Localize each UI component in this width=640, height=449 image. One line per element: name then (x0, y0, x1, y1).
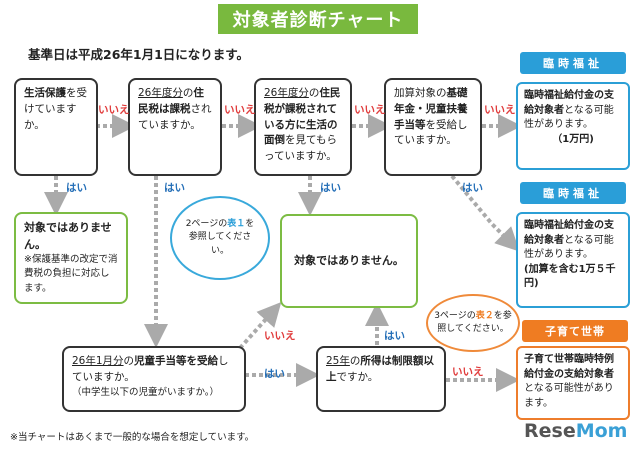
result2-line2: となる可能性があります。 (524, 234, 614, 261)
label-yes-1: はい (66, 182, 87, 194)
result-welfare-2: 臨時福祉給付金の支給対象者となる可能性があります。 (加算を含む1万５千円) (516, 212, 630, 308)
result-tag-child: 子育て世帯 (522, 320, 628, 342)
question-pension: 加算対象の基礎年金・児童扶養手当等を受給していますか。 (384, 78, 482, 176)
page-title: 対象者診断チャート (218, 4, 418, 34)
label-yes-2: はい (164, 182, 185, 194)
bubble1-post: を参照してください。 (188, 219, 255, 256)
label-no-1: いいえ (98, 104, 130, 116)
q5-bold: 児童手当等を受給 (134, 355, 219, 367)
q2-rest: されていますか。 (138, 102, 212, 131)
result-child: 子育て世帯臨時特例給付金の支給対象者となる可能性があります。 (516, 346, 630, 420)
q3-bold: 住民税が課税されている方に生活の面倒 (264, 87, 341, 147)
q6-rest: ですか。 (336, 370, 379, 383)
q2-bold: 住民税は課税 (138, 87, 204, 115)
q1-rest: を受けていますか。 (24, 87, 87, 131)
not-eligible-welfare: 対象ではありません。 ※保護基準の改定で消費税の負担に対応します。 (14, 212, 128, 304)
result2-line1: 臨時福祉給付金の支給対象者 (524, 220, 614, 246)
q3-mid: の (308, 87, 320, 99)
bubble2-ref: 表２ (475, 310, 494, 321)
q3-rest: を見てもらっていますか。 (264, 134, 337, 162)
q6-year: 25年 (326, 355, 350, 367)
not1-main: 対象ではありません。 (24, 221, 112, 251)
logo-part-a: Rese (524, 420, 576, 442)
q2-mid: の (182, 87, 194, 99)
bubble1-ref: 表１ (227, 219, 246, 230)
resemom-logo: ReseMom (524, 420, 627, 442)
q2-year: 26年度分 (138, 87, 183, 99)
not1-note: ※保護基準の改定で消費税の負担に対応します。 (24, 254, 118, 294)
label-yes-5: はい (264, 368, 285, 380)
result1-line1: 臨時福祉給付金の支給対象者 (524, 90, 614, 116)
q4-pre: 加算対象の (394, 87, 447, 99)
q6-bold: 所得は制限額以上 (326, 355, 434, 383)
not-eligible-general: 対象ではありません。 (280, 214, 418, 308)
question-welfare: 生活保護を受けていますか。 (14, 78, 98, 176)
q5-mid: の (123, 355, 135, 367)
q4-bold: 基礎年金・児童扶養手当等 (394, 87, 468, 131)
reference-bubble-table1: 2ページの表１を参照してください。 (170, 196, 270, 280)
q6-mid: の (349, 355, 361, 367)
question-dependent: 26年度分の住民税が課税されている方に生活の面倒を見てもらっていますか。 (254, 78, 352, 176)
reference-date: 基準日は平成26年1月1日になります。 (28, 47, 250, 62)
label-no-6: いいえ (452, 366, 484, 378)
result2-amount: (加算を含む1万５千円) (524, 263, 616, 290)
bubble2-pre: 3ページの (434, 310, 476, 321)
result1-line2: となる可能性があります。 (524, 104, 614, 131)
question-child-allowance: 26年1月分の児童手当等を受給していますか。 （中学生以下の児童がいますか。） (62, 346, 246, 412)
result-tag-welfare-2: 臨時福祉 (520, 182, 626, 204)
result3-line1: 子育て世帯臨時特例給付金の支給対象者 (524, 354, 614, 380)
q5-month: 26年1月分 (72, 355, 124, 367)
question-resident-tax: 26年度分の住民税は課税されていますか。 (128, 78, 222, 176)
label-yes-6: はい (384, 330, 405, 342)
label-no-2: いいえ (224, 104, 256, 116)
question-income-limit: 25年の所得は制限額以上ですか。 (316, 346, 446, 412)
footnote: ※当チャートはあくまで一般的な場合を想定しています。 (10, 432, 255, 443)
bubble1-pre: 2ページの (185, 219, 228, 230)
result1-amount: （1万円) (552, 133, 594, 145)
not2-main: 対象ではありません。 (294, 253, 404, 267)
q4-rest: を受給していますか。 (394, 118, 468, 147)
label-yes-3: はい (320, 182, 341, 194)
result-tag-welfare-1: 臨時福祉 (520, 52, 626, 74)
logo-part-b: Mom (575, 420, 628, 442)
label-no-4: いいえ (484, 104, 516, 116)
q1-bold: 生活保護 (24, 87, 66, 99)
result-welfare-1: 臨時福祉給付金の支給対象者となる可能性があります。 （1万円) (516, 82, 630, 170)
reference-bubble-table2: 3ページの表２を参照してください。 (426, 294, 520, 352)
q5-note: （中学生以下の児童がいますか。） (72, 386, 220, 398)
result3-line2: となる可能性があります。 (524, 383, 614, 409)
q5-rest: していますか。 (72, 355, 229, 383)
label-no-3: いいえ (354, 104, 386, 116)
q3-year: 26年度分 (264, 87, 309, 99)
label-no-5: いいえ (264, 330, 296, 342)
label-yes-4: はい (462, 182, 483, 194)
bubble2-post: を参照してください。 (437, 310, 512, 334)
